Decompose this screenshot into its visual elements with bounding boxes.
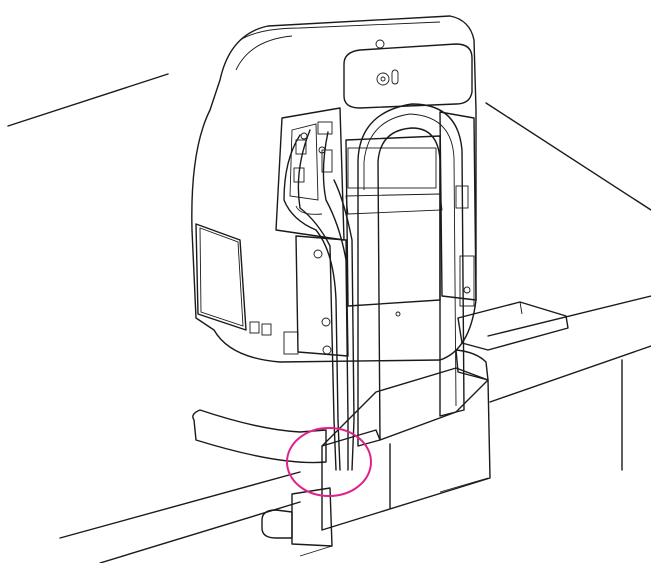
printer-body [191,15,477,363]
cables [283,129,355,471]
stand-handle [345,103,465,447]
stand-base [192,349,491,557]
table-surface [7,73,651,563]
cable-highlight-circle [286,427,372,497]
power-button-icon [375,39,385,49]
